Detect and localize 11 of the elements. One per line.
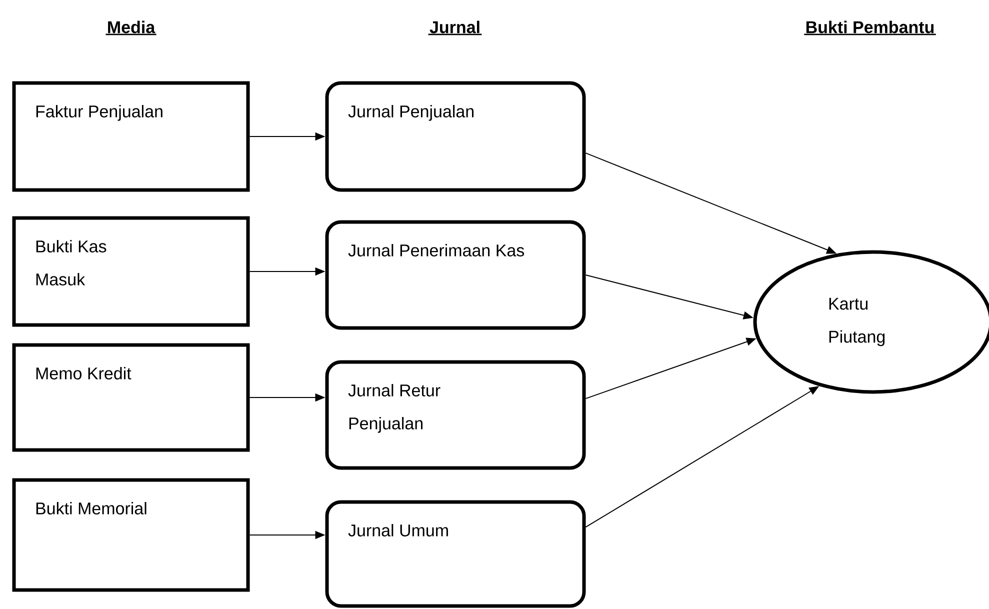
- document-box: Bukti Memorial: [12, 478, 250, 592]
- column-heading: Media: [106, 20, 156, 36]
- document-box: Memo Kredit: [12, 343, 250, 452]
- column-heading: Bukti Pembantu: [804, 20, 936, 36]
- journal-box: Jurnal Umum: [325, 500, 586, 608]
- column-heading: Jurnal: [428, 20, 482, 36]
- journal-box: Jurnal Retur Penjualan: [325, 360, 586, 470]
- journal-box: Jurnal Penjualan: [325, 81, 586, 192]
- journal-box: Jurnal Penerimaan Kas: [325, 220, 586, 330]
- document-box: Bukti Kas Masuk: [12, 216, 250, 327]
- document-box: Faktur Penjualan: [12, 81, 250, 192]
